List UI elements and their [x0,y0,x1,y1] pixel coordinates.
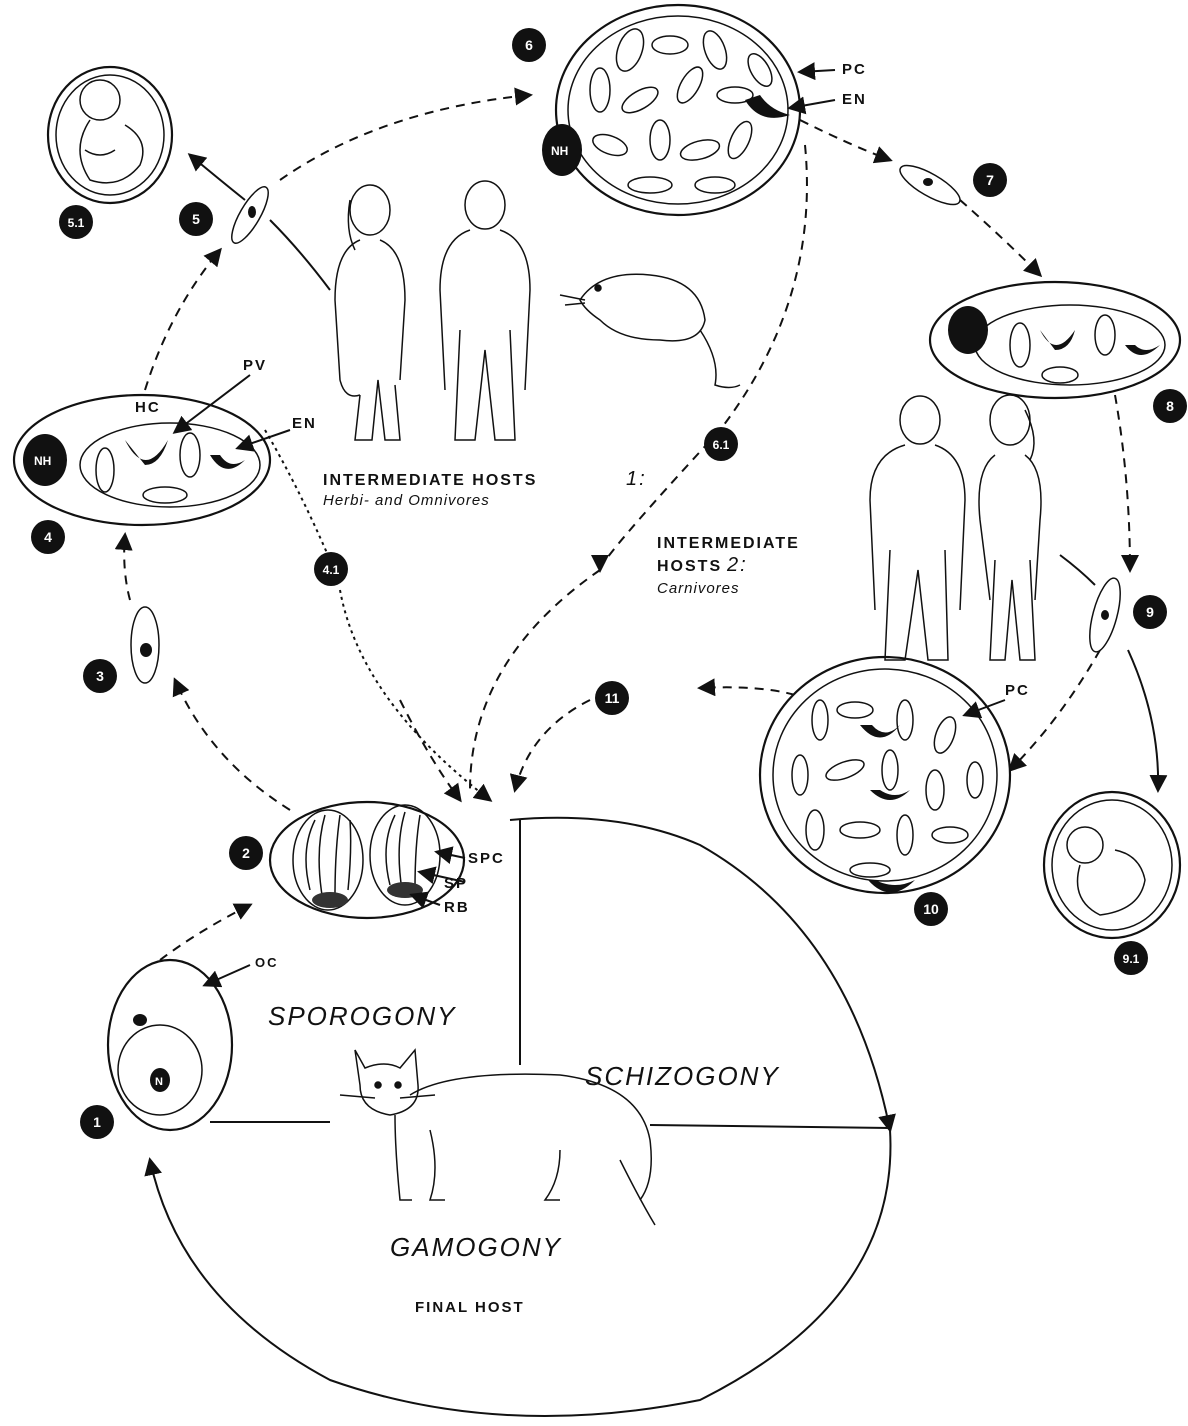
path-4-to-5 [144,247,222,391]
svg-text:4: 4 [44,529,52,545]
stage-markers: 1 2 3 4 4.1 5 5.1 6 6.1 7 8 9 9.1 10 11 [31,28,1187,1139]
path-2-to-3 [172,677,291,811]
intermediate-hosts-2-title-line2: HOSTS [657,558,722,575]
man-figure-2 [869,395,966,661]
path-schizogony [509,816,896,1133]
path-4-1-to-final [339,589,493,802]
cycle-paths [114,87,1168,1417]
svg-text:7: 7 [986,172,994,188]
marker-1: 1 [80,1105,114,1139]
en-label-top: EN [842,91,867,108]
intermediate-hosts-2-subtitle: Carnivores [657,580,740,597]
path-3-to-4 [114,532,133,601]
final-host-label: FINAL HOST [415,1299,525,1316]
marker-5-1: 5.1 [59,205,93,239]
host-cell-stage-8 [928,280,1182,400]
rb-label: RB [444,899,470,916]
svg-text:5: 5 [192,211,200,227]
tissue-cyst-stage-10: PC [758,655,1030,895]
marker-4-1: 4.1 [314,552,348,586]
spc-label: SPC [468,850,505,867]
fetus-icon-9-1 [1042,790,1182,940]
oc-label: OC [255,955,279,970]
phase-gamogony: GAMOGONY [390,1232,562,1262]
path-4-to-4-1 [264,429,331,561]
marker-7: 7 [973,163,1007,197]
marker-6-1: 6.1 [704,427,738,461]
svg-text:6.1: 6.1 [713,438,730,452]
sp-label: SP [444,875,468,892]
zoite-stage-9 [1089,577,1121,653]
marker-2: 2 [229,836,263,870]
intermediate-hosts-1-title: INTERMEDIATE HOSTS [323,472,537,489]
path-5-to-5-1 [187,153,246,201]
cat-figure [339,1048,656,1226]
oocyst-stage-1: N OC [106,955,279,1132]
path-gamogony-return [144,1129,892,1417]
marker-3: 3 [83,659,117,693]
marker-11: 11 [595,681,629,715]
zoite-stage-3 [130,606,160,684]
svg-text:2: 2 [242,845,250,861]
tissue-cyst-stage-6: NH PC EN [542,3,867,217]
path-6-to-6-1 [591,144,808,573]
svg-text:8: 8 [1166,398,1174,414]
path-5-to-6 [279,87,533,181]
host-cell-stage-4: NH PV HC EN [12,357,317,527]
phase-schizogony: SCHIZOGONY [585,1061,780,1091]
marker-9: 9 [1133,595,1167,629]
marker-5: 5 [179,202,213,236]
pv-label: PV [243,357,267,374]
svg-text:5.1: 5.1 [68,216,85,230]
hc-label: HC [135,399,161,416]
svg-text:4.1: 4.1 [323,563,340,577]
path-9-to-10 [1007,649,1101,773]
intermediate-hosts-2-number: 2: [726,554,748,576]
zoite-stage-5 [231,186,269,244]
intermediate-hosts-1-subtitle: Herbi- and Omnivores [323,492,490,509]
man-figure-1 [439,180,531,441]
svg-text:3: 3 [96,668,104,684]
path-6-to-7 [799,119,893,164]
path-11-to-final [509,699,591,793]
pc-label-top: PC [842,61,867,78]
nh-label-top: NH [551,144,568,158]
marker-9-1: 9.1 [1114,941,1148,975]
marker-4: 4 [31,520,65,554]
svg-text:9: 9 [1146,604,1154,620]
svg-text:10: 10 [923,901,939,917]
svg-text:9.1: 9.1 [1123,952,1140,966]
path-8-to-9 [1114,394,1139,573]
sporulated-oocyst-stage-2: SPC SP RB [268,800,505,920]
marker-10: 10 [914,892,948,926]
marker-8: 8 [1153,389,1187,423]
svg-text:11: 11 [605,690,620,706]
path-9-to-9-1 [1127,649,1168,793]
path-6-1-to-final [469,569,601,791]
quadrant-horizontal-right [649,1124,891,1129]
mouse-figure [559,273,741,389]
zoite-stage-7 [899,164,961,206]
path-1-to-2 [159,903,253,961]
phase-sporogony: SPOROGONY [268,1001,456,1031]
pc-label-bottom: PC [1005,682,1030,699]
svg-text:1: 1 [93,1114,101,1130]
svg-text:6: 6 [525,37,533,53]
nh-label-left: NH [34,454,51,468]
en-label-left: EN [292,415,317,432]
path-10-to-11 [697,678,796,697]
fetus-icon-5-1 [46,65,174,205]
path-7-to-8 [959,199,1043,278]
woman-figure-1 [334,184,406,441]
intermediate-hosts-2-title-line1: INTERMEDIATE [657,535,800,552]
n-label: N [155,1076,163,1088]
woman-figure-2 [978,394,1042,661]
marker-6: 6 [512,28,546,62]
intermediate-hosts-1-number: 1: [626,468,647,490]
